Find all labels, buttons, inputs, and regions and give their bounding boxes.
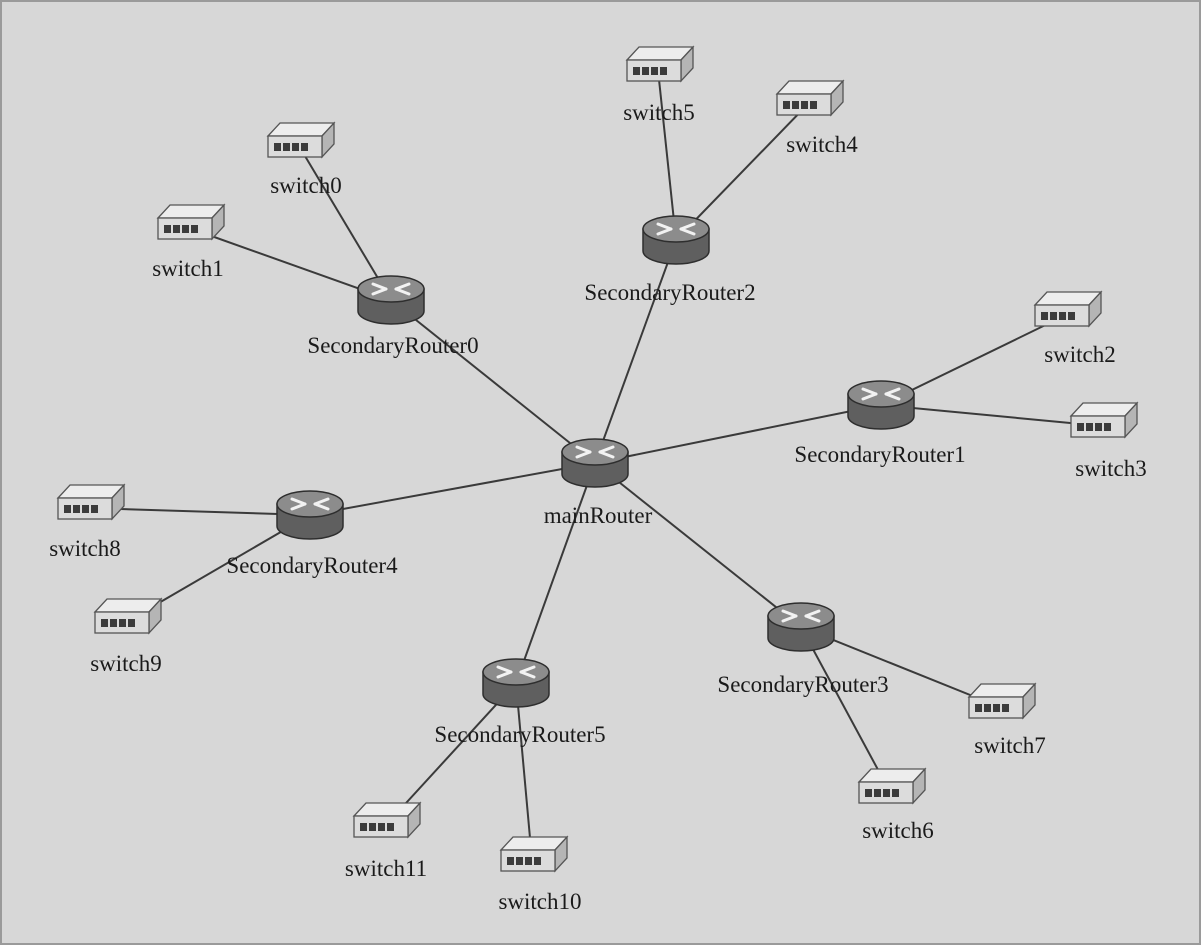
switch-icon bbox=[967, 682, 1037, 720]
router-icon bbox=[482, 658, 550, 708]
link-main-r2 bbox=[594, 239, 677, 464]
link-r2-s5 bbox=[657, 69, 677, 241]
router-icon bbox=[276, 490, 344, 540]
link-main-r0 bbox=[390, 299, 596, 464]
node-label-main: mainRouter bbox=[544, 503, 653, 528]
switch-icon bbox=[1033, 290, 1103, 328]
link-main-r5 bbox=[515, 462, 596, 684]
node-s4[interactable]: switch4 bbox=[775, 79, 858, 157]
node-label-s9: switch9 bbox=[90, 651, 162, 676]
nodes-layer: mainRouterSecondaryRouter0SecondaryRoute… bbox=[49, 45, 1147, 914]
node-s10[interactable]: switch10 bbox=[498, 835, 582, 914]
node-s1[interactable]: switch1 bbox=[152, 203, 226, 281]
node-label-r4: SecondaryRouter4 bbox=[226, 553, 398, 578]
node-label-s11: switch11 bbox=[345, 856, 427, 881]
switch-icon bbox=[93, 597, 163, 635]
link-r0-s0 bbox=[298, 145, 392, 301]
node-r0[interactable]: SecondaryRouter0 bbox=[307, 275, 479, 358]
node-label-s8: switch8 bbox=[49, 536, 121, 561]
router-icon bbox=[847, 380, 915, 430]
node-label-r0: SecondaryRouter0 bbox=[307, 333, 478, 358]
node-label-s7: switch7 bbox=[974, 733, 1046, 758]
node-label-s2: switch2 bbox=[1044, 342, 1116, 367]
router-icon bbox=[642, 215, 710, 265]
node-label-s4: switch4 bbox=[786, 132, 858, 157]
switch-icon bbox=[266, 121, 336, 159]
switch-icon bbox=[625, 45, 695, 83]
node-s0[interactable]: switch0 bbox=[266, 121, 342, 198]
node-label-r3: SecondaryRouter3 bbox=[717, 672, 888, 697]
node-main[interactable]: mainRouter bbox=[544, 438, 653, 528]
link-r3-s6 bbox=[800, 626, 891, 793]
router-icon bbox=[767, 602, 835, 652]
node-r1[interactable]: SecondaryRouter1 bbox=[794, 380, 966, 467]
link-r4-s8 bbox=[88, 507, 311, 516]
node-s5[interactable]: switch5 bbox=[623, 45, 695, 125]
node-r4[interactable]: SecondaryRouter4 bbox=[226, 490, 398, 578]
link-main-r1 bbox=[594, 404, 882, 464]
node-r2[interactable]: SecondaryRouter2 bbox=[584, 215, 756, 305]
node-s11[interactable]: switch11 bbox=[345, 801, 427, 881]
node-s7[interactable]: switch7 bbox=[967, 682, 1046, 758]
node-label-s5: switch5 bbox=[623, 100, 695, 125]
node-label-s6: switch6 bbox=[862, 818, 934, 843]
switch-icon bbox=[1069, 401, 1139, 439]
node-label-s1: switch1 bbox=[152, 256, 224, 281]
switch-icon bbox=[499, 835, 569, 873]
link-main-r4 bbox=[309, 462, 596, 516]
node-label-s10: switch10 bbox=[498, 889, 581, 914]
switch-icon bbox=[56, 483, 126, 521]
node-label-r2: SecondaryRouter2 bbox=[584, 280, 755, 305]
node-r5[interactable]: SecondaryRouter5 bbox=[434, 658, 606, 747]
link-r5-s10 bbox=[515, 682, 533, 861]
node-r3[interactable]: SecondaryRouter3 bbox=[717, 602, 889, 697]
switch-icon bbox=[775, 79, 845, 117]
link-main-r3 bbox=[594, 462, 802, 628]
node-s3[interactable]: switch3 bbox=[1069, 401, 1147, 481]
node-label-s3: switch3 bbox=[1075, 456, 1147, 481]
node-label-r5: SecondaryRouter5 bbox=[434, 722, 605, 747]
switch-icon bbox=[857, 767, 927, 805]
link-r1-s3 bbox=[880, 404, 1103, 427]
switch-icon bbox=[156, 203, 226, 241]
router-icon bbox=[357, 275, 425, 325]
node-s2[interactable]: switch2 bbox=[1033, 290, 1116, 367]
link-r5-s11 bbox=[384, 682, 517, 827]
node-s9[interactable]: switch9 bbox=[90, 597, 163, 676]
link-r2-s4 bbox=[675, 103, 809, 241]
node-label-s0: switch0 bbox=[270, 173, 342, 198]
router-icon bbox=[561, 438, 629, 488]
node-label-r1: SecondaryRouter1 bbox=[794, 442, 965, 467]
node-s6[interactable]: switch6 bbox=[857, 767, 934, 843]
switch-icon bbox=[352, 801, 422, 839]
node-s8[interactable]: switch8 bbox=[49, 483, 126, 561]
